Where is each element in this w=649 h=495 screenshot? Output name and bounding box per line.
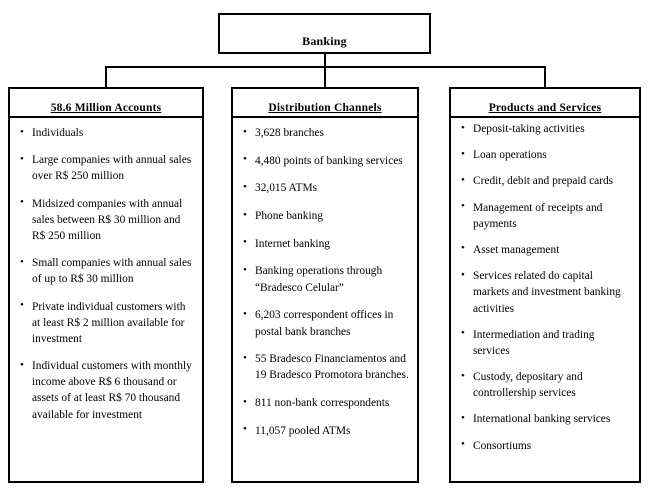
- node-distribution-channels-list: 3,628 branches 4,480 points of banking s…: [233, 118, 417, 439]
- list-item: Credit, debit and prepaid cards: [461, 173, 631, 189]
- node-products-and-services-title: Products and Services: [488, 102, 602, 114]
- node-products-and-services: Products and Services Deposit-taking act…: [449, 87, 641, 483]
- node-banking: Banking: [218, 13, 431, 54]
- connector-root-stem: [324, 54, 326, 68]
- list-item: 4,480 points of banking services: [243, 152, 409, 169]
- list-item: International banking services: [461, 411, 631, 427]
- list-item: Banking operations through “Bradesco Cel…: [243, 263, 409, 295]
- node-distribution-channels-title: Distribution Channels: [268, 102, 382, 114]
- list-item: Individuals: [20, 124, 194, 141]
- node-banking-label: Banking: [302, 34, 347, 48]
- list-item: Internet banking: [243, 235, 409, 252]
- connector-drop-center: [324, 66, 326, 88]
- node-accounts-title: 58.6 Million Accounts: [50, 102, 162, 114]
- list-item: Consortiums: [461, 437, 631, 454]
- node-distribution-channels-header: Distribution Channels: [233, 89, 417, 118]
- list-item: Management of receipts and payments: [461, 199, 631, 232]
- list-item: Loan operations: [461, 147, 631, 163]
- list-item: 811 non-bank correspondents: [243, 395, 409, 411]
- list-item: Large companies with annual sales over R…: [20, 152, 194, 184]
- node-products-and-services-list: Deposit-taking activities Loan operation…: [451, 118, 639, 454]
- node-products-and-services-header: Products and Services: [451, 89, 639, 118]
- node-accounts-list: Individuals Large companies with annual …: [10, 118, 202, 423]
- connector-drop-left: [105, 66, 107, 88]
- list-item: 55 Bradesco Financiamentos and 19 Brades…: [243, 351, 409, 383]
- list-item: Intermediation and trading services: [461, 326, 631, 359]
- list-item: Private individual customers with at lea…: [20, 298, 194, 348]
- node-distribution-channels: Distribution Channels 3,628 branches 4,4…: [231, 87, 419, 483]
- list-item: 11,057 pooled ATMs: [243, 422, 409, 439]
- list-item: Small companies with annual sales of up …: [20, 255, 194, 287]
- list-item: 32,015 ATMs: [243, 180, 409, 196]
- list-item: 3,628 branches: [243, 124, 409, 141]
- list-item: Custody, depositary and controllership s…: [461, 369, 631, 401]
- list-item: Phone banking: [243, 208, 409, 224]
- list-item: Services related do capital markets and …: [461, 268, 631, 317]
- list-item: Deposit-taking activities: [461, 120, 631, 137]
- list-item: Individual customers with monthly income…: [20, 358, 194, 423]
- node-accounts: 58.6 Million Accounts Individuals Large …: [8, 87, 204, 483]
- list-item: 6,203 correspondent offices in postal ba…: [243, 307, 409, 339]
- list-item: Midsized companies with annual sales bet…: [20, 195, 194, 245]
- node-accounts-header: 58.6 Million Accounts: [10, 89, 202, 118]
- connector-drop-right: [544, 66, 546, 88]
- list-item: Asset management: [461, 241, 631, 258]
